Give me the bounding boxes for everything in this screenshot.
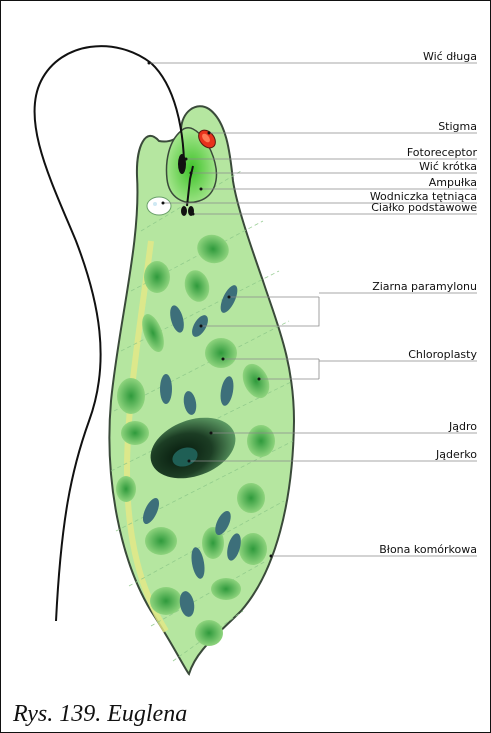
chloroplast bbox=[121, 421, 149, 445]
paramylon-grain bbox=[160, 374, 172, 404]
label-flagellum-short: Wić krótka bbox=[419, 160, 477, 173]
chloroplast bbox=[117, 378, 145, 414]
label-paramylon: Ziarna paramylonu bbox=[372, 280, 477, 293]
photoreceptor bbox=[178, 154, 186, 174]
label-ampulla: Ampułka bbox=[429, 176, 477, 189]
figure-caption: Rys. 139. Euglena bbox=[13, 701, 187, 728]
contractile-vacuole bbox=[147, 197, 171, 215]
chloroplast bbox=[145, 527, 177, 555]
chloroplast bbox=[239, 533, 267, 565]
vacuole-detail bbox=[153, 202, 157, 206]
label-cell-membrane: Błona komórkowa bbox=[379, 543, 477, 556]
chloroplast bbox=[150, 587, 182, 615]
basal-body bbox=[181, 206, 187, 216]
chloroplast bbox=[247, 425, 275, 457]
chloroplast bbox=[144, 261, 170, 293]
chloroplast bbox=[195, 620, 223, 646]
label-nucleolus: Jąderko bbox=[435, 448, 477, 461]
chloroplast bbox=[237, 483, 265, 513]
label-flagellum-long: Wić długa bbox=[423, 50, 477, 63]
chloroplast bbox=[205, 338, 237, 368]
label-nucleus: Jądro bbox=[448, 420, 477, 433]
chloroplast bbox=[211, 578, 241, 600]
label-photoreceptor: Fotoreceptor bbox=[407, 146, 478, 159]
label-stigma: Stigma bbox=[438, 120, 477, 133]
chloroplast bbox=[116, 476, 136, 502]
label-chloroplasts: Chloroplasty bbox=[408, 348, 477, 361]
label-basal-body: Ciałko podstawowe bbox=[371, 201, 477, 214]
